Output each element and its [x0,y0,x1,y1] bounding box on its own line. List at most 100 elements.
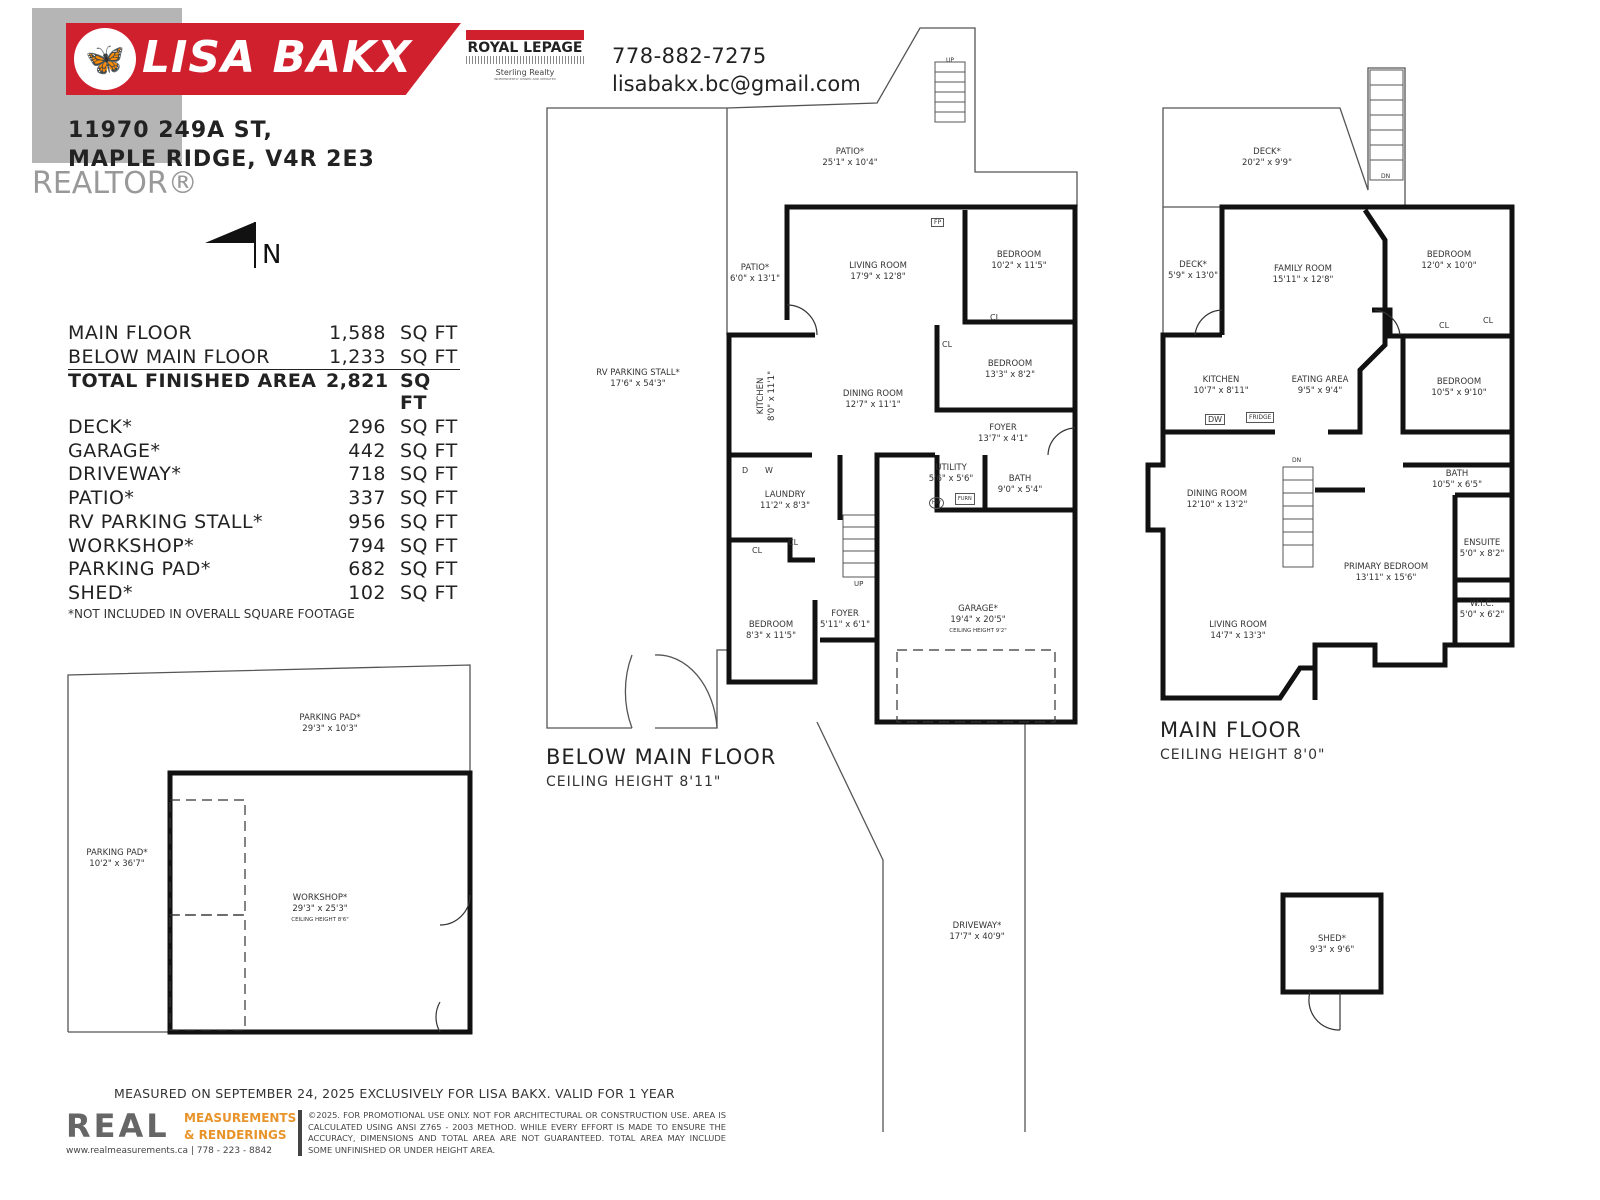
room-name: UTILITY [935,463,967,473]
area-label: RV PARKING STALL* [68,510,264,533]
room-dim: 10'2" x 36'7" [89,859,145,869]
compass-label: N [262,240,282,270]
furnace-label: FURN [955,493,975,505]
area-label: BELOW MAIN FLOOR [68,346,270,368]
area-value: 337 [348,487,386,510]
address-line-2: MAPLE RIDGE, V4R 2E3 [68,147,375,172]
room-dim: 5'6" x 5'6" [928,474,974,484]
company-line-2: & RENDERINGS [184,1128,287,1142]
room-dim: 10'5" x 9'10" [1431,388,1487,398]
door-swings [435,304,1401,1033]
room-dim: 9'5" x 9'4" [1297,386,1343,396]
room-dim: 17'6" x 54'3" [610,379,666,389]
closet-label: CL [942,340,953,349]
room-name: BEDROOM [1426,250,1472,260]
area-value: 718 [348,463,386,486]
room-label: DECK*5'9" x 13'0" [1168,260,1218,282]
area-value: 102 [348,581,386,604]
closet-label: CL [990,313,1001,322]
stairs-up-label: UP [854,580,864,588]
room-name: LAUNDRY [764,490,806,500]
room-name: PARKING PAD* [299,713,361,723]
room-dim: 5'11" x 6'1" [820,620,870,630]
fridge-label: FRIDGE [1246,412,1275,423]
room-dim: 9'3" x 9'6" [1309,945,1355,955]
brokerage-sub: Sterling Realty [495,68,555,77]
room-dim: 6'0" x 13'1" [730,274,780,284]
brokerage-name: ROYAL LEPAGE [467,40,583,56]
brokerage-tagline: INDEPENDENTLY OWNED AND OPERATED [494,77,556,81]
area-unit: SQ FT [400,558,458,581]
room-label: RV PARKING STALL*17'6" x 54'3" [596,368,679,390]
agent-email[interactable]: lisabakx.bc@gmail.com [612,72,861,96]
area-label: GARAGE* [68,439,161,462]
room-name: GARAGE* [958,604,998,614]
area-unit: SQ FT [400,416,458,438]
room-dim: 9'0" x 5'4" [997,485,1043,495]
agent-phone[interactable]: 778-882-7275 [612,44,767,68]
room-label: W.I.C.5'0" x 6'2" [1460,599,1505,621]
room-label: GARAGE*19'4" x 20'5"CEILING HEIGHT 9'2" [949,604,1007,637]
hot-water-label: HW [929,497,944,509]
area-label: MAIN FLOOR [68,322,193,344]
room-name: FOYER [831,609,859,619]
area-label: TOTAL FINISHED AREA [68,370,317,392]
dashed-areas [169,649,1056,1031]
area-value: 794 [348,534,386,557]
area-label: DECK* [68,416,133,438]
below-main-ceiling: CEILING HEIGHT 8'11" [546,774,722,790]
stairs-up-label: UP [946,57,955,64]
room-name: DINING ROOM [842,389,904,399]
company-contact[interactable]: www.realmeasurements.ca | 778 - 223 - 88… [66,1146,272,1156]
room-name: DINING ROOM [1186,489,1248,499]
area-label: PATIO* [68,487,135,510]
area-label: SHED* [68,581,133,604]
closet-label: CL [752,546,763,555]
room-dim: 12'10" x 13'2" [1186,500,1248,510]
room-ceiling: CEILING HEIGHT 9'2" [949,628,1007,634]
area-unit: SQ FT [400,487,458,510]
stairs [842,61,1404,578]
room-name: PARKING PAD* [86,848,148,858]
room-name: BEDROOM [996,250,1042,260]
room-name: ENSUITE [1463,538,1501,548]
room-label: SHED*9'3" x 9'6" [1310,934,1355,956]
room-name: BATH [1008,474,1032,484]
area-value: 1,233 [329,346,386,368]
fireplace-label: FP [931,218,945,227]
room-ceiling: CEILING HEIGHT 8'6" [291,917,349,923]
room-name: BEDROOM [1436,377,1482,387]
room-name: BEDROOM [987,359,1033,369]
room-dim: 12'7" x 11'1" [845,400,901,410]
measured-note: MEASURED ON SEPTEMBER 24, 2025 EXCLUSIVE… [114,1086,675,1101]
room-dim: 13'3" x 8'2" [985,370,1035,380]
room-name: BATH [1445,469,1469,479]
room-name: BEDROOM [748,620,794,630]
room-name: KITCHEN [756,377,766,415]
room-dim: 13'11" x 15'6" [1355,573,1417,583]
address-line-1: 11970 249A ST, [68,118,273,143]
below-main-title: BELOW MAIN FLOOR [546,745,777,769]
room-name: KITCHEN [1202,375,1240,385]
room-label: WORKSHOP*29'3" x 25'3"CEILING HEIGHT 8'6… [291,893,349,926]
area-label: WORKSHOP* [68,534,195,557]
area-value: 682 [348,558,386,581]
